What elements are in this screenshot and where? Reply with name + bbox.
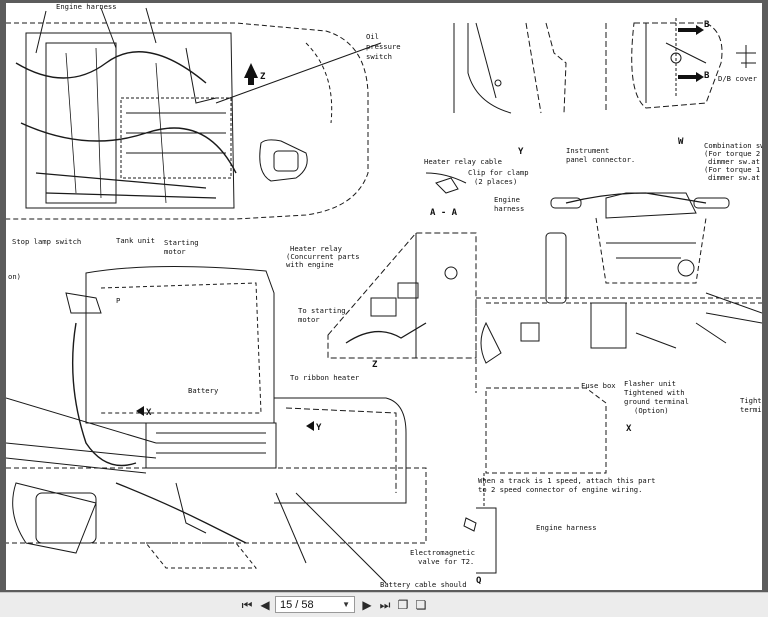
x-arrow-label: X — [146, 408, 152, 418]
w-view-label: W — [678, 137, 684, 147]
b-bottom-label: B — [704, 71, 710, 81]
tank-unit-label: Tank unit — [116, 236, 155, 245]
clip-for-clamp-label-2: (2 places) — [474, 177, 517, 186]
wiring-diagram: Engine harness Oil pressure switch Z Sto… — [6, 3, 762, 589]
fuse-box-label: Fuse box — [581, 381, 616, 390]
oil-pressure-switch-label: Oil — [366, 32, 379, 41]
first-page-icon[interactable]: ⏮ — [241, 597, 253, 612]
document-page[interactable]: Engine harness Oil pressure switch Z Sto… — [6, 3, 762, 590]
oil-pressure-switch-label-3: switch — [366, 52, 392, 61]
b-top-label: B — [704, 20, 710, 30]
engine-harness-mid-label: Engine — [494, 195, 520, 204]
page-number-select[interactable]: 15 / 58 ▼ — [275, 596, 355, 613]
oil-pressure-switch-label-2: pressure — [366, 42, 401, 51]
instrument-panel-label-2: panel connector. — [566, 155, 635, 164]
tightened-label-2: termi — [740, 405, 762, 414]
starting-motor-label-2: motor — [164, 247, 186, 256]
engine-harness-q-label: Engine harness — [536, 523, 597, 532]
heater-relay-label: Heater relay — [290, 244, 343, 253]
combination-switch-label-4: (For torque 1 — [704, 165, 760, 174]
tightened-label: Tight — [740, 396, 762, 405]
z-arrow-label: Z — [260, 72, 266, 82]
y-view-label: Y — [518, 147, 524, 157]
y-arrow-label: Y — [316, 423, 322, 433]
to-starting-motor-label: To starting — [298, 306, 346, 315]
db-cover-label: D/B cover — [718, 74, 758, 83]
previous-page-icon[interactable]: ◀ — [260, 598, 270, 612]
combination-switch-label: Combination sw — [704, 141, 762, 150]
combination-switch-label-3: dimmer sw.at — [708, 157, 760, 166]
starting-motor-label: Starting — [164, 238, 199, 247]
pdf-toolbar: ⏮ ◀ 15 / 58 ▼ ▶ ⏭ ❐ ❏ — [0, 592, 768, 617]
duplicate-icon[interactable]: ❏ — [415, 598, 427, 612]
z-view-label: Z — [372, 360, 378, 370]
track-note-label: When a track is 1 speed, attach this par… — [478, 476, 655, 485]
on-left-label: on) — [8, 272, 21, 281]
flasher-unit-label-3: ground terminal — [624, 397, 689, 406]
combination-switch-label-2: (For torque 2 — [704, 149, 760, 158]
electromagnetic-valve-label: Electromagnetic — [410, 548, 475, 557]
battery-cable-label: Battery cable should — [380, 580, 467, 589]
copy-icon[interactable]: ❐ — [397, 598, 409, 612]
track-note-label-2: to 2 speed connector of engine wiring. — [478, 485, 642, 494]
next-page-icon[interactable]: ▶ — [362, 598, 372, 612]
flasher-unit-label: Flasher unit — [624, 379, 676, 388]
flasher-unit-label-4: (Option) — [634, 406, 669, 415]
combination-switch-label-5: dimmer sw.at — [708, 173, 760, 182]
to-ribbon-heater-label: To ribbon heater — [290, 373, 360, 382]
to-starting-motor-label-2: motor — [298, 315, 320, 324]
chevron-down-icon: ▼ — [342, 600, 350, 609]
page-number-value: 15 / 58 — [280, 598, 314, 611]
clip-for-clamp-label: Clip for clamp — [468, 168, 529, 177]
stop-lamp-switch-label: Stop lamp switch — [12, 237, 81, 246]
p-mark-label: P — [116, 296, 120, 305]
engine-harness-label: Engine harness — [56, 3, 117, 11]
battery-label: Battery — [188, 386, 219, 395]
electromagnetic-valve-label-2: valve for T2. — [418, 557, 474, 566]
last-page-icon[interactable]: ⏭ — [379, 597, 391, 612]
heater-relay-label-2: (Concurrent parts — [286, 252, 360, 261]
flasher-unit-label-2: Tightened with — [624, 388, 685, 397]
section-aa-label: A - A — [430, 208, 458, 218]
q-view-label: Q — [476, 576, 482, 586]
heater-relay-label-3: with engine — [286, 260, 334, 269]
engine-harness-mid-label-2: harness — [494, 204, 524, 213]
heater-relay-cable-label: Heater relay cable — [424, 157, 502, 166]
instrument-panel-label: Instrument — [566, 146, 609, 155]
x-view-label: X — [626, 424, 632, 434]
